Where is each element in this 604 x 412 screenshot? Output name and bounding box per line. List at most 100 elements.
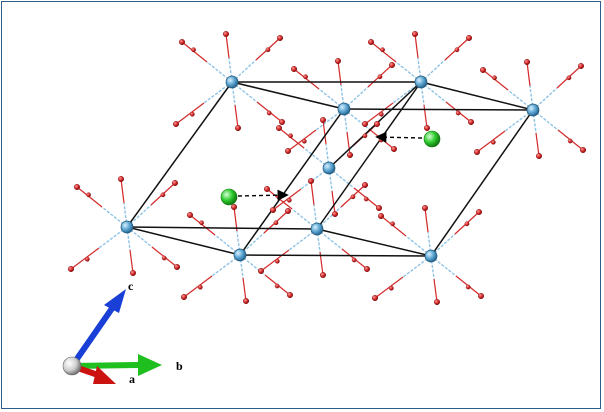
- oxygen-atom: [67, 266, 74, 273]
- oxygen-atom: [454, 47, 460, 53]
- axis-b-arrow: [69, 354, 162, 376]
- oxygen-atom: [364, 266, 371, 273]
- oxygen-atom: [536, 152, 543, 159]
- metal-oxygen-bond: [417, 57, 422, 83]
- oxygen-atom: [308, 177, 315, 184]
- axes-origin-sphere: [62, 356, 82, 376]
- cell-edge: [126, 81, 233, 228]
- oxygen-atom: [303, 74, 308, 80]
- oxygen-bond: [242, 277, 247, 302]
- oxygen-atom: [285, 147, 292, 154]
- oxygen-atom: [524, 59, 531, 66]
- oxygen-atom: [332, 210, 339, 217]
- oxygen-atom: [380, 47, 385, 53]
- oxygen-atom: [578, 63, 585, 70]
- oxygen-atom: [464, 221, 470, 227]
- metal-oxygen-bond: [126, 226, 131, 251]
- oxygen-atom: [301, 138, 307, 144]
- oxygen-atom: [412, 31, 419, 38]
- oxygen-bond: [424, 207, 429, 233]
- oxygen-bond: [181, 41, 208, 63]
- oxygen-bond: [76, 186, 103, 208]
- oxygen-atom: [274, 258, 280, 264]
- cell-edge: [316, 81, 422, 230]
- cell-edge: [239, 254, 432, 257]
- oxygen-atom: [372, 295, 379, 302]
- oxygen-atom: [580, 146, 587, 153]
- oxygen-atom: [199, 220, 204, 226]
- oxygen-atom: [455, 110, 461, 116]
- oxygen-atom: [274, 283, 280, 289]
- oxygen-atom: [276, 124, 283, 131]
- oxygen-atom: [264, 185, 271, 192]
- oxygen-atom: [424, 124, 431, 131]
- oxygen-atom: [265, 47, 271, 53]
- oxygen-bond: [535, 132, 540, 157]
- oxygen-atom: [320, 116, 327, 123]
- oxygen-atom: [86, 192, 91, 198]
- oxygen-atom: [291, 65, 298, 72]
- axis-a-label: a: [129, 372, 135, 386]
- metal-oxygen-bond: [340, 84, 345, 110]
- oxygen-atom: [480, 66, 487, 73]
- oxygen-bond: [423, 104, 428, 129]
- cell-edge: [126, 226, 318, 230]
- oxygen-atom: [350, 194, 356, 200]
- metal-oxygen-bond: [343, 108, 348, 133]
- oxygen-bond: [287, 129, 317, 152]
- oxygen-atom: [242, 298, 249, 305]
- oxygen-bond: [482, 69, 509, 91]
- axis-c-label: c: [128, 279, 134, 293]
- metal-oxygen-bond: [328, 167, 333, 192]
- metal-oxygen-bond: [325, 143, 330, 169]
- oxygen-atom: [286, 197, 292, 203]
- oxygen-atom: [160, 192, 166, 198]
- axis-c-arrow: [69, 289, 126, 369]
- oxygen-atom: [173, 264, 180, 271]
- oxygen-atom: [492, 75, 497, 81]
- metal-oxygen-bond: [529, 85, 534, 111]
- cell-edge: [316, 228, 432, 257]
- oxygen-atom: [117, 175, 124, 182]
- unit-cell-edges: [126, 81, 534, 257]
- oxygen-atom: [363, 196, 369, 202]
- oxygen-bond: [189, 214, 216, 236]
- oxygen-atom: [230, 203, 237, 210]
- oxygen-bond: [346, 131, 351, 156]
- dashed-arrow-left: [237, 189, 289, 201]
- oxygen-atom: [197, 284, 203, 290]
- oxygen-bond: [370, 41, 397, 63]
- metal-atom: [120, 220, 134, 234]
- metal-atom: [322, 161, 336, 175]
- oxygen-atom: [567, 138, 573, 144]
- oxygen-atom: [266, 110, 272, 116]
- metal-atom: [424, 249, 438, 263]
- oxygen-atom: [376, 204, 383, 211]
- oxygen-atom: [234, 124, 241, 131]
- oxygen-atom: [378, 212, 385, 219]
- guest-atom-left: [220, 188, 238, 206]
- oxygen-atom: [377, 74, 383, 80]
- oxygen-atom: [335, 58, 342, 65]
- oxygen-atom: [468, 118, 475, 125]
- axis-b-label: b: [176, 359, 183, 373]
- oxygen-atoms: [67, 31, 587, 306]
- metal-oxygen-bond: [313, 204, 318, 230]
- dashed-arrow-right: [375, 131, 423, 143]
- metal-oxygen-bond: [239, 254, 244, 279]
- metal-oxygen-bond: [228, 57, 233, 83]
- metal-oxygen-bond: [236, 230, 241, 256]
- oxygen-bond: [337, 60, 342, 86]
- metal-atom: [225, 75, 239, 89]
- oxygen-atom: [171, 179, 178, 186]
- oxygen-atom: [129, 270, 136, 277]
- metal-oxygen-bond: [427, 231, 432, 257]
- oxygen-bond: [374, 276, 404, 299]
- oxygen-bond: [278, 127, 305, 149]
- oxygen-atom: [362, 120, 369, 127]
- oxygen-bond: [183, 275, 213, 298]
- oxygen-atom: [474, 148, 481, 155]
- oxygen-atom: [288, 133, 293, 139]
- oxygen-atom: [287, 292, 294, 299]
